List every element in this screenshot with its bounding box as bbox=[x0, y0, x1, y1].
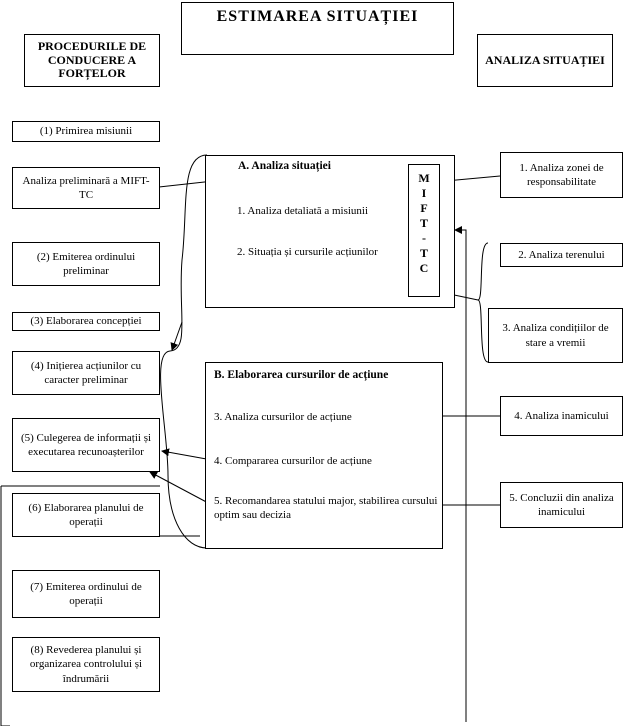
mift-tc-box: M I F T - T C bbox=[408, 164, 440, 297]
step-preliminary-analysis: Analiza preliminară a MIFT-TC bbox=[12, 167, 160, 209]
analysis-weather: 3. Analiza condițiilor de stare a vremii bbox=[488, 308, 623, 363]
mift-letter: F bbox=[420, 201, 428, 215]
mift-letter: M bbox=[418, 171, 430, 185]
arrow-to-concept bbox=[170, 321, 183, 351]
section-a-heading: A. Analiza situației bbox=[238, 160, 331, 172]
step-review-plan: (8) Revederea planului și organizarea co… bbox=[12, 637, 160, 692]
step-reconnaissance: (5) Culegerea de informații și executare… bbox=[12, 418, 160, 472]
mift-letter: T bbox=[419, 246, 428, 260]
analysis-enemy: 4. Analiza inamicului bbox=[500, 396, 623, 436]
analysis-terrain: 2. Analiza terenului bbox=[500, 243, 623, 267]
analysis-enemy-conclusions: 5. Concluzii din analiza inamicului bbox=[500, 482, 623, 528]
analysis-zone: 1. Analiza zonei de responsabilitate bbox=[500, 152, 623, 198]
mift-letter: C bbox=[419, 261, 429, 275]
mift-letter: T bbox=[419, 216, 428, 230]
line-right-vertical bbox=[454, 226, 467, 722]
right-column-header: ANALIZA SITUAȚIEI bbox=[477, 34, 613, 87]
section-b-item-recommendation: 5. Recomandarea statului major, stabilir… bbox=[214, 495, 438, 522]
bracket-concept bbox=[160, 154, 208, 549]
section-b-heading: B. Elaborarea cursurilor de acțiune bbox=[214, 369, 389, 381]
step-operations-plan: (6) Elaborarea planului de operații bbox=[12, 493, 160, 537]
step-preliminary-actions: (4) Inițierea acțiunilor cu caracter pre… bbox=[12, 351, 160, 395]
step-receive-mission: (1) Primirea misiunii bbox=[12, 121, 160, 142]
mift-letter: I bbox=[421, 186, 427, 200]
section-b-item-courses: 3. Analiza cursurilor de acțiune bbox=[214, 411, 352, 423]
bracket-terrain-weather bbox=[477, 242, 489, 363]
step-operations-order: (7) Emiterea ordinului de operații bbox=[12, 570, 160, 618]
diagram-title: ESTIMAREA SITUAȚIEI bbox=[181, 2, 454, 55]
section-a-item-situation: 2. Situația și cursurile acțiunilor bbox=[237, 246, 378, 258]
step-concept: (3) Elaborarea concepției bbox=[12, 312, 160, 331]
section-a-item-mission: 1. Analiza detaliată a misiunii bbox=[237, 205, 369, 217]
section-b-box bbox=[205, 362, 443, 549]
left-column-header: PROCEDURILE DE CONDUCERE A FORȚELOR bbox=[24, 34, 160, 87]
step-preliminary-order: (2) Emiterea ordinului preliminar bbox=[12, 242, 160, 286]
section-b-item-comparison: 4. Compararea cursurilor de acțiune bbox=[214, 455, 372, 467]
mift-letter: - bbox=[422, 231, 426, 245]
